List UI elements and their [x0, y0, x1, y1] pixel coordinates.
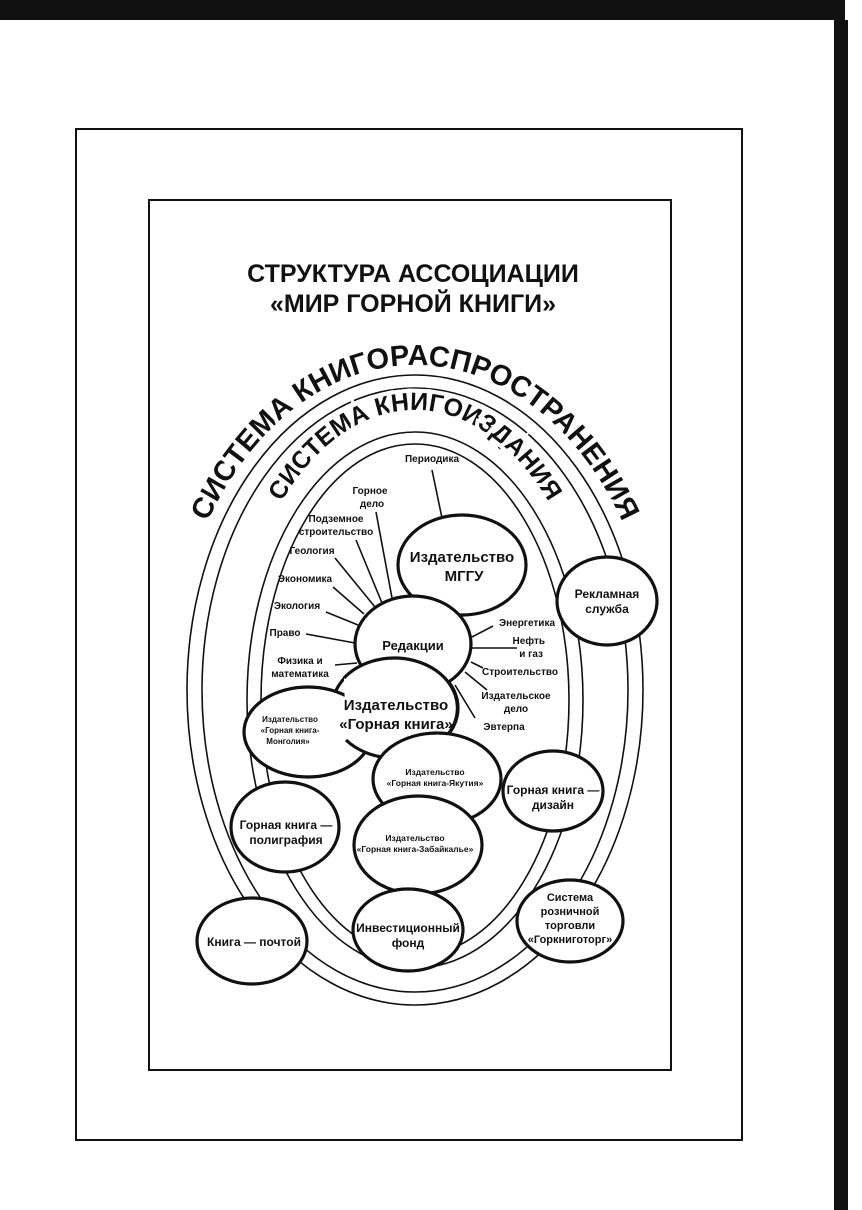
topic-connectors	[305, 469, 517, 719]
topic-energetika: Энергетика	[499, 618, 555, 629]
scan-edge-right	[834, 20, 848, 1210]
outer-frame	[75, 128, 743, 1141]
svg-text:Книга — почтой: Книга — почтой	[207, 935, 301, 949]
node-mongolia: Издательство«Горная книга-Монголия»	[242, 685, 374, 779]
topic-ekologia: Экология	[274, 601, 320, 612]
svg-text:Редакции: Редакции	[382, 638, 444, 653]
topic-evterpa: Эвтерпа	[483, 722, 525, 733]
topic-ekonomika: Экономика	[278, 574, 333, 585]
node-pochta: Книга — почтой	[195, 896, 309, 986]
topic-periodika: Периодика	[405, 454, 459, 465]
scan-edge-top	[0, 0, 845, 20]
topic-pravo: Право	[270, 628, 301, 639]
svg-text:Горная книга —полиграфия: Горная книга —полиграфия	[240, 818, 333, 847]
distribution-ring	[186, 374, 644, 1006]
title-line-2: «МИР ГОРНОЙ КНИГИ»	[270, 288, 556, 318]
svg-text:Горная книга —дизайн: Горная книга —дизайн	[507, 783, 600, 812]
svg-text:Издательство«Горная книга-Монг: Издательство«Горная книга-Монголия»	[261, 715, 320, 746]
topic-geologia: Геология	[289, 546, 334, 557]
svg-text:Издательство«Горная книга-Якут: Издательство«Горная книга-Якутия»	[387, 767, 484, 788]
node-dizain: Горная книга —дизайн	[501, 749, 605, 833]
node-zabaikalie: Издательство«Горная книга-Забайкалье»	[352, 794, 484, 896]
node-poligrafia: Горная книга —полиграфия	[229, 780, 341, 874]
inner-frame	[148, 199, 672, 1071]
svg-text:Издательство«Горная книга»: Издательство«Горная книга»	[339, 697, 452, 733]
title-line-1: СТРУКТУРА АССОЦИАЦИИ	[247, 260, 579, 288]
topic-stroitelstvo: Строительство	[482, 667, 558, 678]
svg-text:Издательство«Горная книга-Заба: Издательство«Горная книга-Забайкалье»	[357, 833, 474, 854]
